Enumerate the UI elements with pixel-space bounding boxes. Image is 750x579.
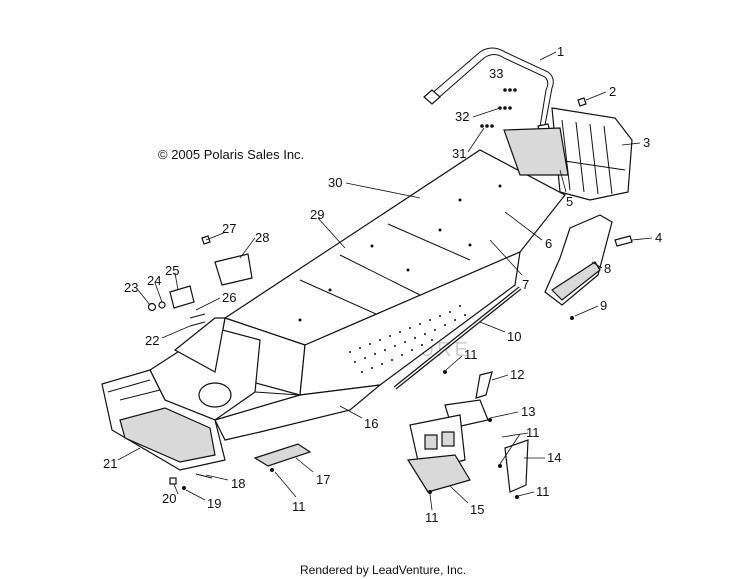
part-number-31: 31 <box>452 146 466 161</box>
part-number-17: 17 <box>316 472 330 487</box>
part-number-18: 18 <box>231 476 245 491</box>
leader-lines <box>117 51 653 511</box>
part-number-22: 22 <box>145 333 159 348</box>
part-number-10: 10 <box>507 329 521 344</box>
part-number-11-d: 11 <box>425 510 439 525</box>
part-number-15: 15 <box>470 502 484 517</box>
part-number-32: 32 <box>455 109 469 124</box>
right-components <box>270 316 574 499</box>
part-number-14: 14 <box>547 450 561 465</box>
part-number-30: 30 <box>328 175 342 190</box>
part-labels: 1 2 3 4 5 6 7 8 9 10 11 12 13 11 14 11 1… <box>103 44 662 525</box>
part-number-23: 23 <box>124 280 138 295</box>
part-number-11-c: 11 <box>536 484 550 499</box>
rear-hardware <box>480 88 517 128</box>
part-number-6: 6 <box>545 236 552 251</box>
part-number-7: 7 <box>522 277 529 292</box>
front-brackets <box>147 235 253 327</box>
part-number-8: 8 <box>604 261 611 276</box>
part-number-16: 16 <box>364 416 378 431</box>
part-number-20: 20 <box>162 491 176 506</box>
part-number-11-b: 11 <box>526 425 540 440</box>
part-number-24: 24 <box>147 273 161 288</box>
skid-plate <box>253 443 312 467</box>
part-number-19: 19 <box>207 496 221 511</box>
part-number-12: 12 <box>510 367 524 382</box>
part-number-28: 28 <box>255 230 269 245</box>
front-fasteners <box>169 473 213 490</box>
rear-bumper <box>423 47 554 135</box>
part-number-4: 4 <box>655 230 662 245</box>
part-number-26: 26 <box>222 290 236 305</box>
part-number-27: 27 <box>222 221 236 236</box>
chassis-tunnel <box>101 149 566 471</box>
part-number-3: 3 <box>643 135 650 150</box>
part-number-11-e: 11 <box>292 499 306 514</box>
part-number-11-a: 11 <box>464 347 478 362</box>
part-number-33: 33 <box>489 66 503 81</box>
footer-text: Rendered by LeadVenture, Inc. <box>300 563 466 577</box>
part-number-21: 21 <box>103 456 117 471</box>
part-number-2: 2 <box>609 84 616 99</box>
running-board <box>544 214 633 306</box>
part-number-5: 5 <box>566 194 573 209</box>
part-number-25: 25 <box>165 263 179 278</box>
snow-flap <box>503 107 633 201</box>
copyright-text: © 2005 Polaris Sales Inc. <box>158 147 304 162</box>
fastener-2 <box>577 97 587 107</box>
part-number-9: 9 <box>600 298 607 313</box>
part-number-13: 13 <box>521 404 535 419</box>
part-number-1: 1 <box>557 44 564 59</box>
part-number-29: 29 <box>310 207 324 222</box>
